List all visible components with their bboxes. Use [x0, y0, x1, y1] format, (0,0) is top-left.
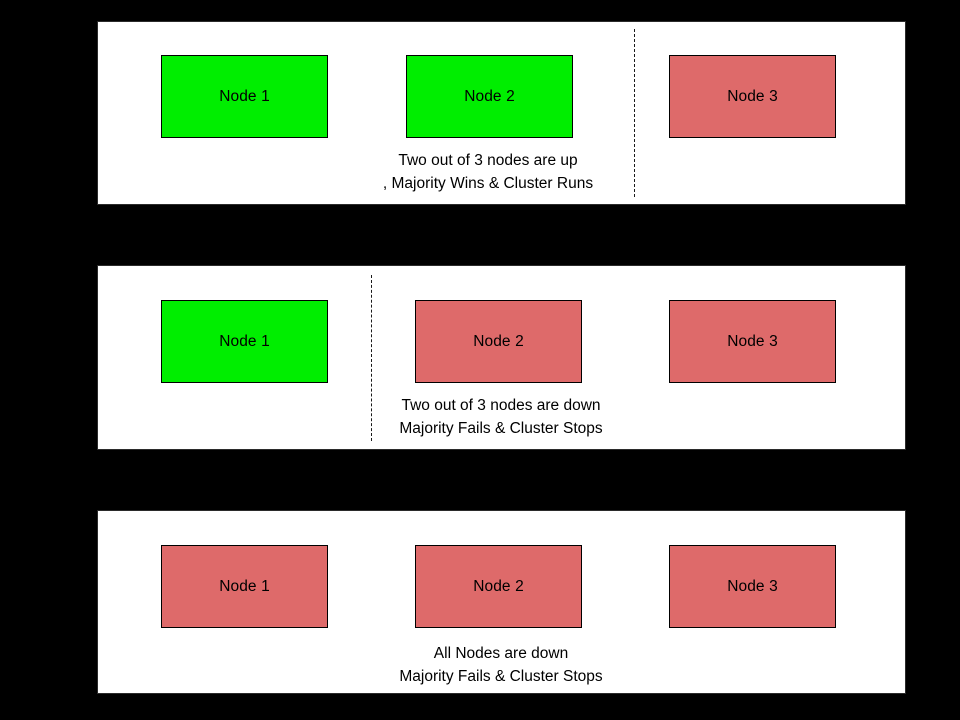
- panel-caption: Two out of 3 nodes are up , Majority Win…: [98, 149, 878, 195]
- node-box-1[interactable]: Node 1: [161, 55, 328, 138]
- node-label: Node 2: [473, 332, 524, 350]
- node-label: Node 3: [727, 577, 778, 595]
- node-box-3[interactable]: Node 3: [669, 300, 836, 383]
- caption-line-2: , Majority Wins & Cluster Runs: [382, 175, 594, 192]
- caption-line-2: Majority Fails & Cluster Stops: [399, 420, 603, 437]
- panel-two-of-three-up: Node 1 Node 2 Node 3 Two out of 3 nodes …: [97, 21, 906, 205]
- node-label: Node 1: [219, 87, 270, 105]
- quorum-divider-line: [634, 29, 635, 197]
- panel-caption: All Nodes are down Majority Fails & Clus…: [98, 642, 904, 688]
- node-box-1[interactable]: Node 1: [161, 545, 328, 628]
- caption-line-1: Two out of 3 nodes are down: [401, 397, 601, 414]
- node-label: Node 2: [473, 577, 524, 595]
- node-box-2[interactable]: Node 2: [415, 300, 582, 383]
- node-label: Node 3: [727, 87, 778, 105]
- node-label: Node 3: [727, 332, 778, 350]
- node-label: Node 2: [464, 87, 515, 105]
- node-box-1[interactable]: Node 1: [161, 300, 328, 383]
- panel-two-of-three-down: Node 1 Node 2 Node 3 Two out of 3 nodes …: [97, 265, 906, 450]
- panel-all-nodes-down: Node 1 Node 2 Node 3 All Nodes are down …: [97, 510, 906, 694]
- panel-caption: Two out of 3 nodes are down Majority Fai…: [98, 394, 904, 440]
- node-label: Node 1: [219, 332, 270, 350]
- quorum-divider-line: [371, 275, 372, 441]
- node-box-2[interactable]: Node 2: [415, 545, 582, 628]
- node-box-2[interactable]: Node 2: [406, 55, 573, 138]
- caption-line-1: Two out of 3 nodes are up: [398, 152, 578, 169]
- node-box-3[interactable]: Node 3: [669, 545, 836, 628]
- node-label: Node 1: [219, 577, 270, 595]
- caption-line-1: All Nodes are down: [433, 645, 569, 662]
- caption-line-2: Majority Fails & Cluster Stops: [399, 668, 603, 685]
- node-box-3[interactable]: Node 3: [669, 55, 836, 138]
